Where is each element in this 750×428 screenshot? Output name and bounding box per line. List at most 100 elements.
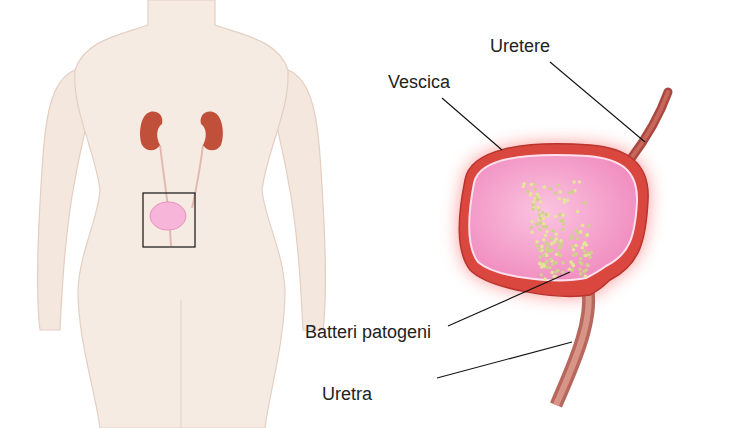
bacterium-dot (561, 270, 565, 274)
bacterium-dot (529, 193, 533, 197)
bacterium-dot (530, 231, 534, 235)
bacterium-dot (574, 229, 578, 233)
bacterium-dot (586, 251, 590, 255)
bacterium-dot (574, 244, 578, 248)
bacterium-dot (576, 237, 580, 241)
bacterium-dot (544, 213, 548, 217)
bacterium-dot (548, 266, 552, 270)
bacterium-dot (541, 211, 545, 215)
bacterium-dot (559, 254, 563, 258)
bacterium-dot (541, 217, 545, 221)
bacterium-dot (550, 237, 554, 241)
bacterium-dot (544, 234, 548, 238)
bacterium-dot (558, 245, 562, 249)
bacterium-dot (536, 244, 540, 248)
bacterium-dot (586, 263, 590, 267)
bacterium-dot (583, 274, 587, 278)
bacterium-dot (578, 261, 582, 265)
bacterium-dot (553, 191, 557, 195)
bacterium-dot (570, 234, 574, 238)
bacterium-dot (568, 268, 572, 272)
bacterium-dot (545, 246, 549, 250)
bacterium-dot (545, 225, 549, 229)
bacterium-dot (559, 245, 563, 249)
bacterium-dot (561, 228, 565, 232)
bacterium-dot (545, 230, 549, 234)
bacterium-dot (589, 251, 593, 255)
bacterium-dot (585, 233, 589, 237)
bacterium-dot (572, 253, 576, 257)
bacterium-dot (535, 192, 539, 196)
bacterium-dot (571, 268, 575, 272)
bacterium-dot (561, 218, 565, 222)
bacterium-dot (526, 190, 530, 194)
leader-lines (437, 62, 645, 378)
bacterium-dot (557, 251, 561, 255)
bacterium-dot (554, 233, 558, 237)
bacterium-dot (581, 224, 585, 228)
bacterium-dot (529, 226, 533, 230)
bacterium-dot (588, 256, 592, 260)
bacterium-dot (578, 267, 582, 271)
urinary-system-small (140, 112, 223, 247)
bacterium-dot (536, 197, 540, 201)
bacterium-dot (542, 253, 546, 257)
bacterium-dot (535, 240, 539, 244)
bacterium-dot (571, 190, 575, 194)
bacterium-dot (561, 261, 565, 265)
bacterium-dot (549, 187, 553, 191)
bacterium-dot (562, 198, 566, 202)
body-figure (37, 0, 325, 428)
bacterium-dot (537, 206, 541, 210)
bacterium-dot (535, 223, 539, 227)
bacterium-dot (568, 191, 572, 195)
bacterium-dot (540, 273, 544, 277)
bacterium-dot (566, 199, 570, 203)
bacterium-dot (587, 224, 591, 228)
bacterium-dot (550, 237, 554, 241)
bacterium-dot (554, 215, 558, 219)
part-label: Uretere (490, 36, 550, 57)
bacterium-dot (542, 185, 546, 189)
bacterium-dot (537, 213, 541, 217)
bacterium-dot (530, 183, 534, 187)
bladder-illustration (459, 92, 668, 405)
bacterium-dot (571, 245, 575, 249)
bacterium-dot (579, 257, 583, 261)
bacterium-dot (571, 262, 575, 266)
bacterium-dot (579, 272, 583, 276)
bacterium-dot (532, 200, 536, 204)
bacterium-dot (550, 271, 554, 275)
bacterium-dot (552, 229, 556, 233)
part-label: Vescica (388, 72, 450, 93)
bacterium-dot (530, 220, 534, 224)
bacterium-dot (581, 246, 585, 250)
bacterium-dot (572, 180, 576, 184)
bacterium-dot (538, 262, 542, 266)
bacterium-dot (562, 222, 566, 226)
bacterium-dot (582, 270, 586, 274)
bacterium-dot (553, 275, 557, 279)
bacterium-dot (572, 248, 576, 252)
bacterium-dot (556, 269, 560, 273)
bacterium-dot (583, 241, 587, 245)
bacterium-dot (533, 188, 537, 192)
bacterium-dot (522, 182, 526, 186)
bacterium-dot (554, 261, 558, 265)
part-label: Batteri patogeni (305, 322, 431, 343)
bacterium-dot (539, 221, 543, 225)
bacterium-dot (586, 263, 590, 267)
bacterium-dot (576, 210, 580, 214)
bacterium-dot (559, 239, 563, 243)
bacterium-dot (538, 255, 542, 259)
bacterium-dot (532, 201, 536, 205)
bacterium-dot (538, 228, 542, 232)
bacterium-dot (545, 266, 549, 270)
bacterium-dot (583, 201, 587, 205)
bacterium-dot (539, 200, 543, 204)
bacterium-dot (546, 243, 550, 247)
bacterium-dot (576, 232, 580, 236)
bacterium-dot (561, 213, 565, 217)
